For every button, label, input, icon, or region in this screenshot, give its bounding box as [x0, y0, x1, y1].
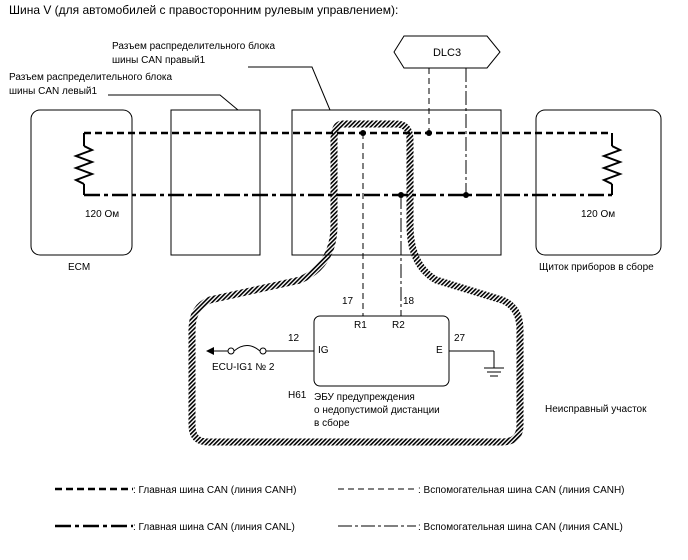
ecu-name-line2: о недопустимой дистанции	[314, 405, 440, 416]
legend-main-canl-label: : Главная шина CAN (линия CANL)	[133, 522, 295, 533]
dlc3-label: DLC3	[433, 47, 461, 59]
fuse-icon	[233, 345, 261, 352]
faulty-area-outline	[188, 120, 524, 446]
pin-ig: IG	[318, 345, 329, 356]
junction-left-label-line2: шины CAN левый1	[9, 86, 97, 97]
faulty-area-label: Неисправный участок	[545, 404, 647, 415]
pin-18: 18	[403, 296, 415, 307]
pin-27: 27	[454, 333, 466, 344]
legend-sub-canh-label: : Вспомогательная шина CAN (линия CANH)	[418, 485, 625, 496]
junction-left-leader	[108, 94, 239, 111]
fuse-terminal-left	[227, 347, 235, 355]
ecm-resistor-label: 120 Ом	[85, 209, 119, 220]
connector-h61: H61	[288, 390, 307, 401]
ecm-label: ECM	[68, 262, 90, 273]
dlc3-connector	[393, 35, 501, 69]
diagram-title: Шина V (для автомобилей с правосторонним…	[9, 3, 398, 17]
ground-icon	[484, 367, 504, 377]
junction-left-label-line1: Разъем распределительного блока	[9, 71, 173, 83]
pin-17: 17	[342, 296, 354, 307]
ecu-ig-fuse-label: ECU-IG1 № 2	[212, 362, 275, 373]
ecu-box	[313, 315, 450, 387]
meter-resistor-label: 120 Ом	[581, 209, 615, 220]
pin-r1: R1	[354, 320, 367, 331]
junction-left-box	[170, 109, 261, 256]
ig-arrow-icon	[206, 347, 214, 355]
junction-right-label-line1: Разъем распределительного блока	[112, 40, 276, 52]
pin-r2: R2	[392, 320, 405, 331]
ecu-name-line1: ЭБУ предупреждения	[314, 392, 415, 403]
meter-box	[535, 109, 662, 256]
junction-right-label-line2: шины CAN правый1	[112, 55, 206, 66]
meter-label: Щиток приборов в сборе	[539, 261, 654, 273]
junction-right-box	[291, 109, 502, 256]
fuse-terminal-right	[259, 347, 267, 355]
junction-right-leader	[248, 66, 331, 111]
legend-main-canh-label: : Главная шина CAN (линия CANH)	[133, 485, 296, 496]
pin-e: E	[436, 345, 443, 356]
ecm-resistor	[73, 145, 95, 185]
ecm-box	[30, 109, 133, 256]
meter-resistor	[601, 145, 623, 185]
ecu-name-line3: в сборе	[314, 417, 350, 429]
pin-12: 12	[288, 333, 300, 344]
legend-sub-canl-label: : Вспомогательная шина CAN (линия CANL)	[418, 522, 623, 533]
legend: : Главная шина CAN (линия CANH) : Вспомо…	[55, 485, 625, 533]
